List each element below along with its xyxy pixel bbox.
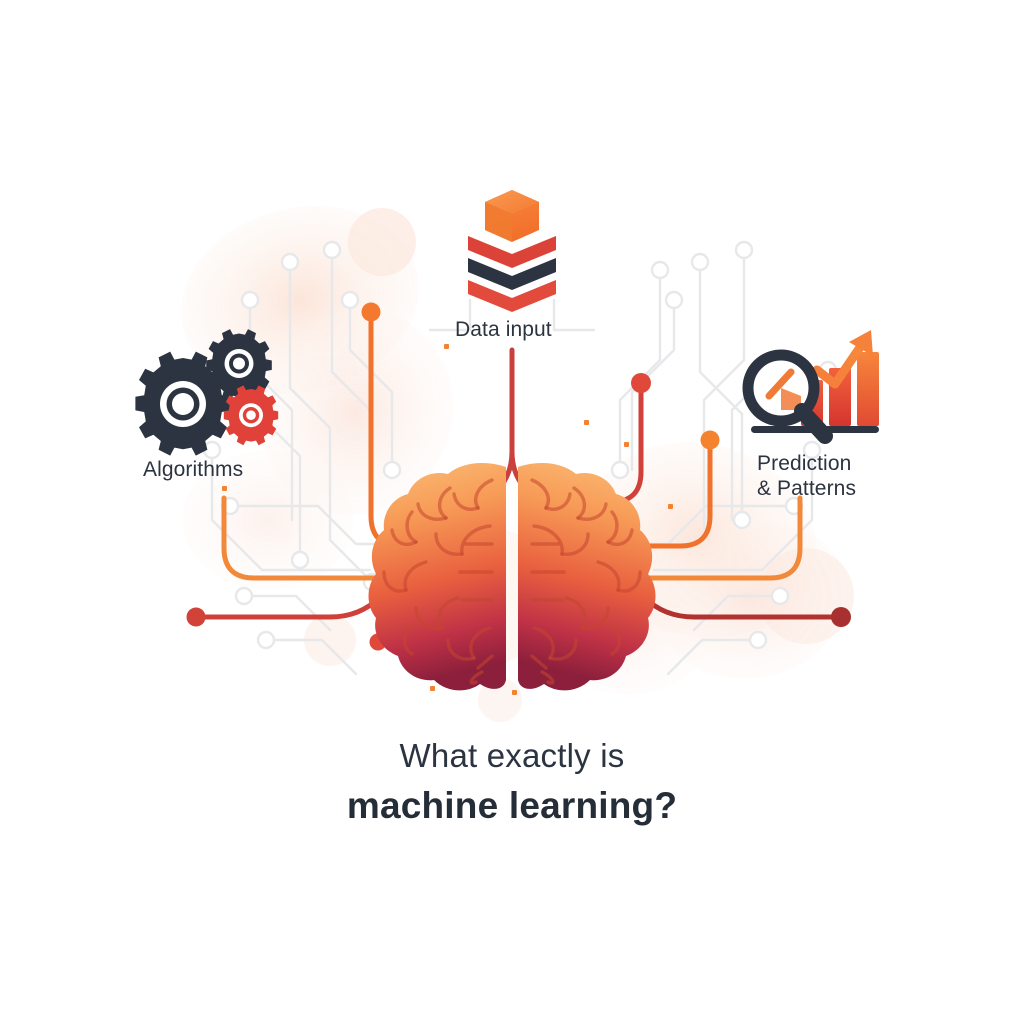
dot-orange-right	[700, 430, 720, 450]
headline-line-2: machine learning?	[346, 784, 678, 826]
accent-specks	[222, 344, 673, 695]
label-prediction-line2: & Patterns	[757, 476, 857, 500]
gears-icon	[135, 329, 279, 456]
label-algorithms: Algorithms	[143, 458, 244, 481]
label-prediction-patterns: Prediction & Patterns	[757, 452, 856, 502]
brain-icon	[368, 462, 656, 691]
stacked-layers-icon	[468, 190, 556, 312]
circuit-nodes	[186, 240, 838, 650]
headline-line-1: What exactly is	[399, 737, 625, 774]
label-prediction-line1: Prediction	[757, 452, 852, 475]
dot-orange-top-left	[361, 302, 381, 322]
label-data-input: Data input	[455, 318, 552, 341]
dot-darkred-right	[831, 607, 851, 627]
dot-red-left	[186, 607, 206, 627]
magnifier-bar-chart-icon	[742, 330, 879, 444]
headline: What exactly is machine learning?	[0, 735, 1024, 831]
dot-red-top-right	[631, 373, 651, 393]
